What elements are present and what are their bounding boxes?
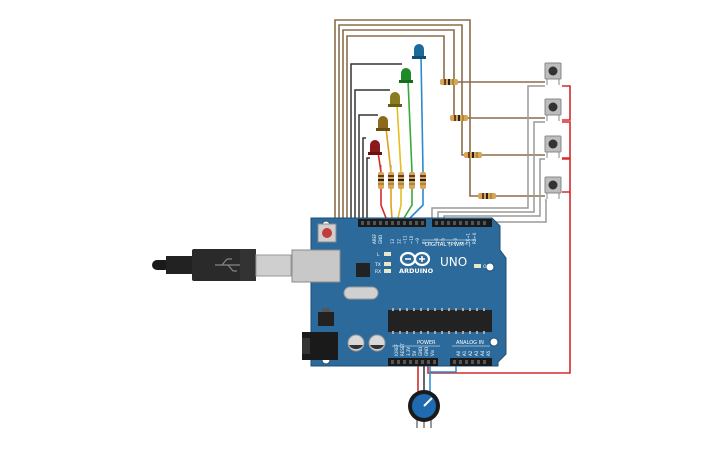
gray-wires (431, 85, 547, 223)
pin-label: 8 (422, 241, 427, 244)
brown-wires (334, 19, 545, 218)
crystal (343, 286, 379, 300)
usb-socket (291, 249, 341, 283)
atmega-chip (388, 308, 492, 334)
led-blue (412, 44, 426, 59)
usb-icon (215, 258, 240, 272)
pin-label: Vin (430, 349, 435, 356)
on-label: ON (483, 264, 490, 270)
digital-label: DIGITAL (PWM~) (425, 242, 471, 248)
pin-label: ~6 (434, 238, 439, 244)
rx-label: RX (375, 269, 381, 275)
push-button[interactable] (544, 176, 562, 199)
tx-label: TX (374, 262, 381, 268)
brand-text: ARDUINO (399, 267, 434, 275)
capacitor (368, 334, 386, 352)
pin-label: GND (424, 347, 429, 356)
usb-cable (152, 249, 292, 281)
button-resistors (440, 79, 496, 199)
pin-label: ~11 (403, 235, 408, 244)
pin-label: ~3 (453, 238, 458, 244)
led-brown (376, 116, 390, 131)
aref-label: AREF (372, 233, 377, 244)
push-button[interactable] (544, 62, 562, 85)
capacitor (347, 334, 365, 352)
pin-label: A0 (456, 350, 461, 356)
pin-label: 3.3V (406, 347, 411, 356)
pin-label: ~10 (409, 235, 414, 244)
digital-header (358, 219, 492, 227)
pin-label: ~9 (415, 238, 420, 244)
pin-label: 4 (447, 241, 452, 244)
led-green (399, 68, 413, 83)
pin-label: A4 (480, 350, 485, 356)
model-text: UNO (440, 255, 467, 269)
analog-label: ANALOG IN (456, 340, 484, 346)
pin-label: A2 (468, 350, 473, 356)
potentiometer-wires (423, 366, 457, 392)
pin-label: IOREF (394, 343, 399, 356)
led-olive (388, 92, 402, 107)
resistor (478, 193, 496, 199)
pin-label: 7 (428, 241, 433, 244)
resistor (450, 115, 468, 121)
potentiometer-knob-indicator (423, 397, 433, 407)
led-resistors (378, 165, 426, 195)
pin-label: RESET (400, 343, 405, 356)
black-wires (350, 63, 402, 218)
voltage-regulator (318, 312, 334, 326)
led-red (368, 140, 382, 155)
pin-label: A3 (474, 350, 479, 356)
pin-label: TX→1 (466, 232, 471, 245)
pin-label: ~5 (440, 238, 445, 244)
pin-label: 13 (390, 238, 395, 244)
led-signal-wires (377, 55, 424, 219)
pin-label: A1 (462, 350, 467, 356)
power-label: POWER (417, 340, 436, 346)
pin-label: 12 (396, 238, 401, 244)
resistor (464, 152, 482, 158)
pin-label: A5 (486, 350, 491, 356)
pin-label: RX←0 (472, 232, 477, 244)
potentiometer[interactable] (408, 390, 440, 428)
l-label: L (377, 252, 380, 258)
pin-label: 5V (412, 350, 417, 356)
arduino-infinity-logo (399, 251, 431, 267)
push-button[interactable] (544, 98, 562, 121)
pin-label: GND (418, 347, 423, 356)
usb-chip (356, 263, 370, 277)
gnd-label: GND (378, 235, 383, 244)
resistor (440, 79, 458, 85)
reset-button[interactable] (317, 223, 337, 243)
pin-label: 2 (459, 241, 464, 244)
push-button[interactable] (544, 135, 562, 158)
